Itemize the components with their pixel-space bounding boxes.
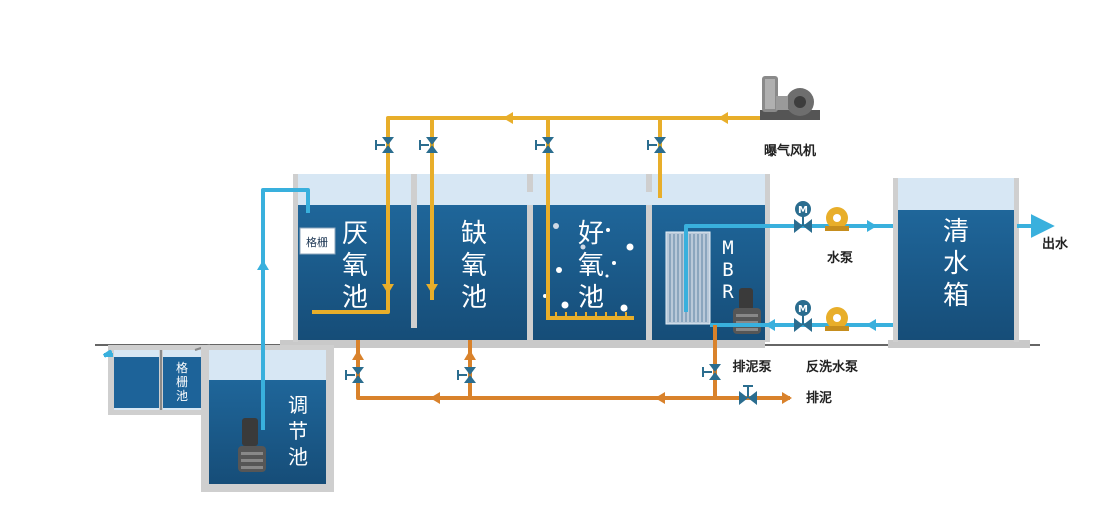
air-valve[interactable] [535, 137, 554, 153]
sludge-discharge-valve[interactable] [739, 385, 757, 405]
sludge-valve[interactable] [702, 364, 721, 380]
regulating-tank: 调节池 [201, 345, 334, 492]
water-pump-icon[interactable] [825, 207, 849, 231]
outlet-label: 出水 [1042, 236, 1069, 252]
clear-water-tank: 清水箱 [893, 178, 1019, 342]
blower-label: 曝气风机 [764, 143, 816, 159]
water-pump-label: 水泵 [827, 250, 853, 266]
partition-wall [646, 205, 652, 340]
inlet-pipe [104, 353, 113, 357]
motorized-valve[interactable]: M [794, 300, 812, 332]
sludge-pump-label: 排泥泵 [732, 359, 771, 375]
sludge-valve[interactable] [457, 367, 476, 383]
aerobic-label: 好氧池 [578, 219, 604, 313]
sludge-discharge-label: 排泥 [806, 390, 832, 406]
anaerobic-label: 厌氧池 [342, 219, 368, 313]
partition-wall [646, 174, 652, 192]
sludge-valve[interactable] [345, 367, 364, 383]
submersible-pump-icon [238, 418, 266, 472]
screen-label: 格栅 [306, 235, 328, 249]
backwash-pump-label: 反洗水泵 [806, 359, 858, 375]
aerobic-label: 好氧池 [578, 219, 604, 313]
partition-wall [527, 174, 533, 192]
anaerobic-label: 厌氧池 [342, 219, 368, 313]
partition-wall [527, 205, 533, 340]
anoxic-label: 缺氧池 [461, 219, 487, 313]
air-valve[interactable] [419, 137, 438, 153]
aeration-blower-icon [760, 76, 820, 120]
anoxic-label: 缺氧池 [461, 219, 487, 313]
screen-tank: 格栅池 [108, 344, 211, 415]
water-flow-arrows [257, 220, 877, 331]
regulating-label: 调节池 [288, 393, 308, 469]
mbr-membrane-module [665, 231, 711, 325]
air-diffuser [555, 312, 627, 318]
sludge-flow-arrows [352, 350, 792, 404]
air-flow-arrows [382, 112, 728, 294]
air-valve[interactable] [647, 137, 666, 153]
motor-symbol: M [798, 304, 808, 315]
screen-box: 格栅 [299, 227, 336, 255]
sludge-pump-icon [733, 288, 761, 334]
partition-wall [411, 174, 417, 328]
air-valve[interactable] [375, 137, 394, 153]
screen-tank-label: 格栅池 [176, 360, 188, 403]
clear-tank-label: 清水箱 [943, 217, 969, 311]
motorized-valve[interactable]: M [794, 201, 812, 233]
backwash-pump-icon[interactable] [825, 307, 849, 331]
motor-symbol: M [798, 205, 808, 216]
aeration-bubbles [543, 223, 634, 312]
